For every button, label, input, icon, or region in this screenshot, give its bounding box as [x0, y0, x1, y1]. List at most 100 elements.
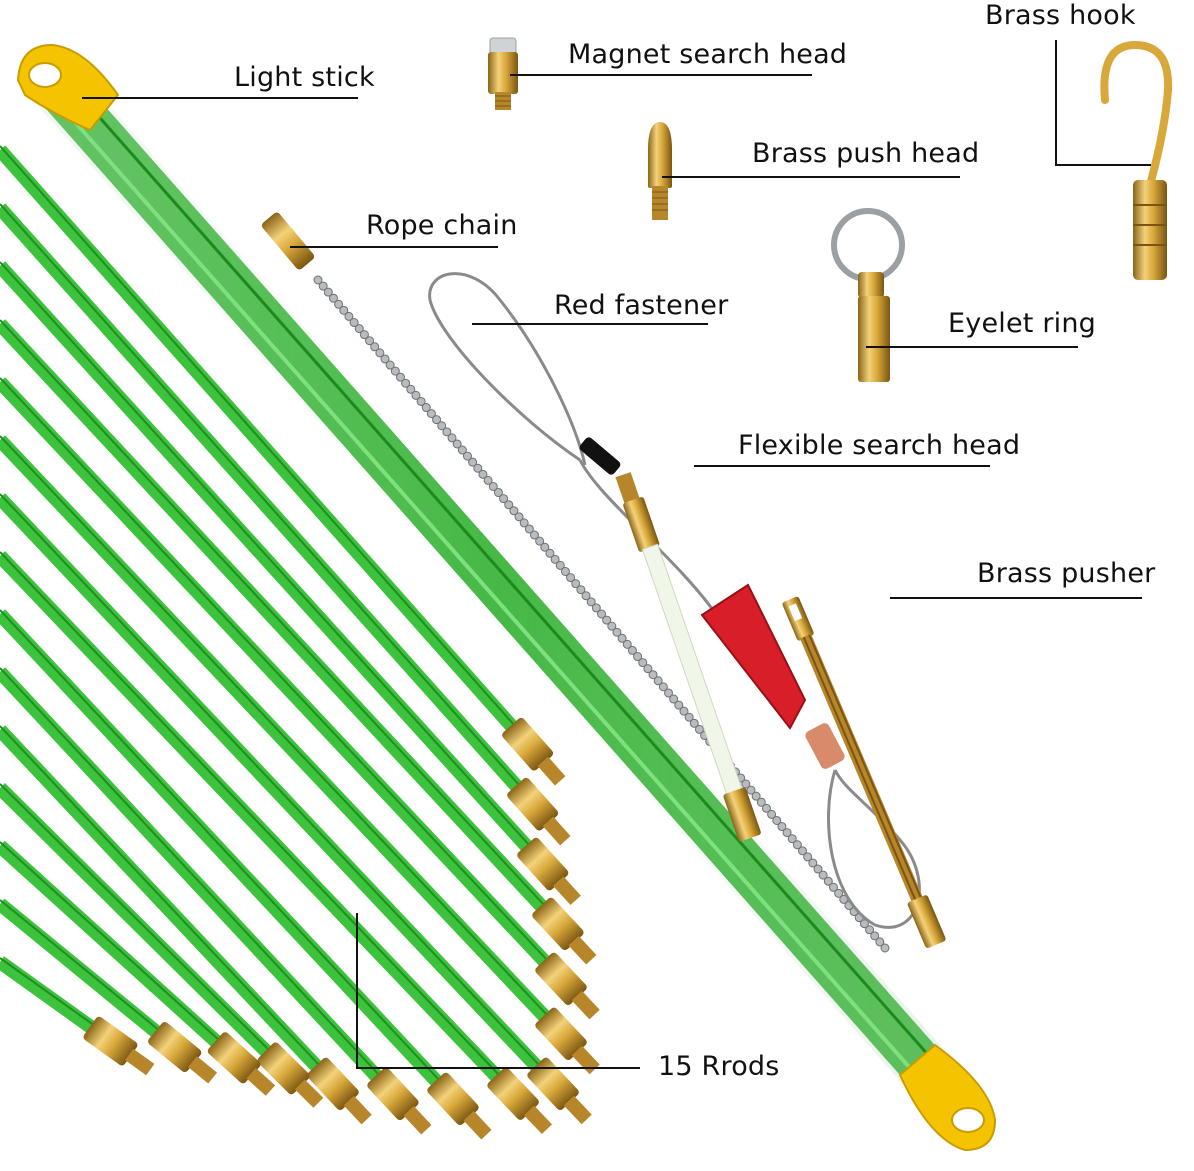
chain-bead [545, 548, 555, 558]
chain-bead [473, 463, 483, 473]
light-stick-top-cap [16, 43, 120, 132]
chain-bead [483, 475, 493, 485]
chain-bead [452, 439, 462, 449]
brass-push-head [648, 122, 672, 220]
chain-bead [803, 852, 813, 862]
chain-bead [694, 724, 704, 734]
green-rod [0, 203, 571, 846]
chain-bead [880, 943, 890, 953]
chain-bead [638, 658, 648, 668]
chain-bead [462, 451, 472, 461]
leader-flexible-search-head [694, 465, 990, 467]
chain-bead [540, 542, 550, 552]
green-rod [0, 898, 218, 1084]
green-rod [0, 725, 372, 1125]
leader-rods [356, 1067, 640, 1069]
chain-bead [390, 366, 400, 376]
leader-brass-hook-vertical [1055, 40, 1057, 166]
green-rod [0, 319, 597, 965]
flexible-search-head [615, 472, 761, 842]
chain-bead [421, 403, 431, 413]
rod-brass-tip [83, 1016, 155, 1076]
chain-bead [756, 797, 766, 807]
chain-bead [658, 682, 668, 692]
chain-bead [669, 694, 679, 704]
magnet-search-head [488, 37, 518, 110]
chain-bead [751, 791, 761, 801]
chain-bead [571, 579, 581, 589]
chain-bead [782, 828, 792, 838]
chain-bead [870, 931, 880, 941]
chain-bead [777, 822, 787, 832]
chain-bead [385, 360, 395, 370]
light-stick [16, 43, 997, 1152]
chain-bead [349, 318, 359, 328]
leader-brass-hook [1055, 164, 1151, 166]
chain-bead [586, 597, 596, 607]
chain-bead [478, 469, 488, 479]
chain-bead [591, 603, 601, 613]
chain-bead [602, 615, 612, 625]
chain-bead [741, 779, 751, 789]
chain-bead [808, 858, 818, 868]
chain-bead [875, 937, 885, 947]
brass-pusher [782, 596, 946, 948]
chain-bead [514, 512, 524, 522]
chain-bead [550, 554, 560, 564]
chain-bead [457, 445, 467, 455]
chain-bead [767, 809, 777, 819]
chain-bead [597, 609, 606, 619]
chain-bead [375, 348, 385, 358]
chain-bead [401, 378, 411, 388]
chain-bead [437, 421, 447, 431]
green-rod [0, 261, 581, 906]
label-rods: 15 Rrods [658, 1051, 780, 1082]
chain-bead [859, 919, 869, 929]
chain-bead [798, 846, 808, 856]
rod-brass-tip [148, 1021, 218, 1084]
brass-hook [1100, 40, 1173, 280]
chain-bead [328, 293, 338, 303]
chain-bead [395, 372, 405, 382]
green-rod [0, 956, 155, 1076]
chain-bead [834, 888, 844, 898]
chain-bead [576, 585, 586, 595]
eyelet-ring [831, 208, 905, 382]
green-rod [0, 145, 566, 786]
green-rod [0, 667, 432, 1135]
chain-bead [689, 718, 699, 728]
chain-bead [560, 566, 570, 576]
chain-bead [612, 627, 622, 637]
rod-brass-tip [257, 1042, 324, 1108]
chain-bead [519, 518, 529, 528]
chain-bead [354, 324, 364, 334]
chain-bead [359, 330, 369, 340]
leader-light-stick [82, 97, 358, 99]
leader-brass-pusher [890, 597, 1142, 599]
chain-bead [432, 415, 442, 425]
chain-bead [406, 384, 416, 394]
chain-bead [344, 311, 354, 321]
chain-bead [566, 573, 576, 583]
chain-bead [627, 645, 637, 655]
chain-bead [664, 688, 674, 698]
label-brass-hook: Brass hook [985, 0, 1136, 31]
rod-brass-tip [527, 1057, 592, 1125]
chain-bead [313, 275, 323, 285]
chain-bead [622, 639, 632, 649]
green-rod [0, 377, 600, 1020]
chain-bead [633, 652, 643, 662]
chain-bead [535, 536, 545, 546]
leader-brass-push-head [662, 176, 960, 178]
chain-bead [370, 342, 380, 352]
chain-bead [761, 803, 771, 813]
green-rods-group [0, 145, 600, 1140]
green-rod [0, 493, 592, 1125]
rod-brass-tip [487, 1067, 553, 1135]
chain-bead [555, 560, 565, 570]
chain-bead [468, 457, 478, 467]
chain-bead [787, 834, 797, 844]
chain-bead [865, 925, 875, 935]
